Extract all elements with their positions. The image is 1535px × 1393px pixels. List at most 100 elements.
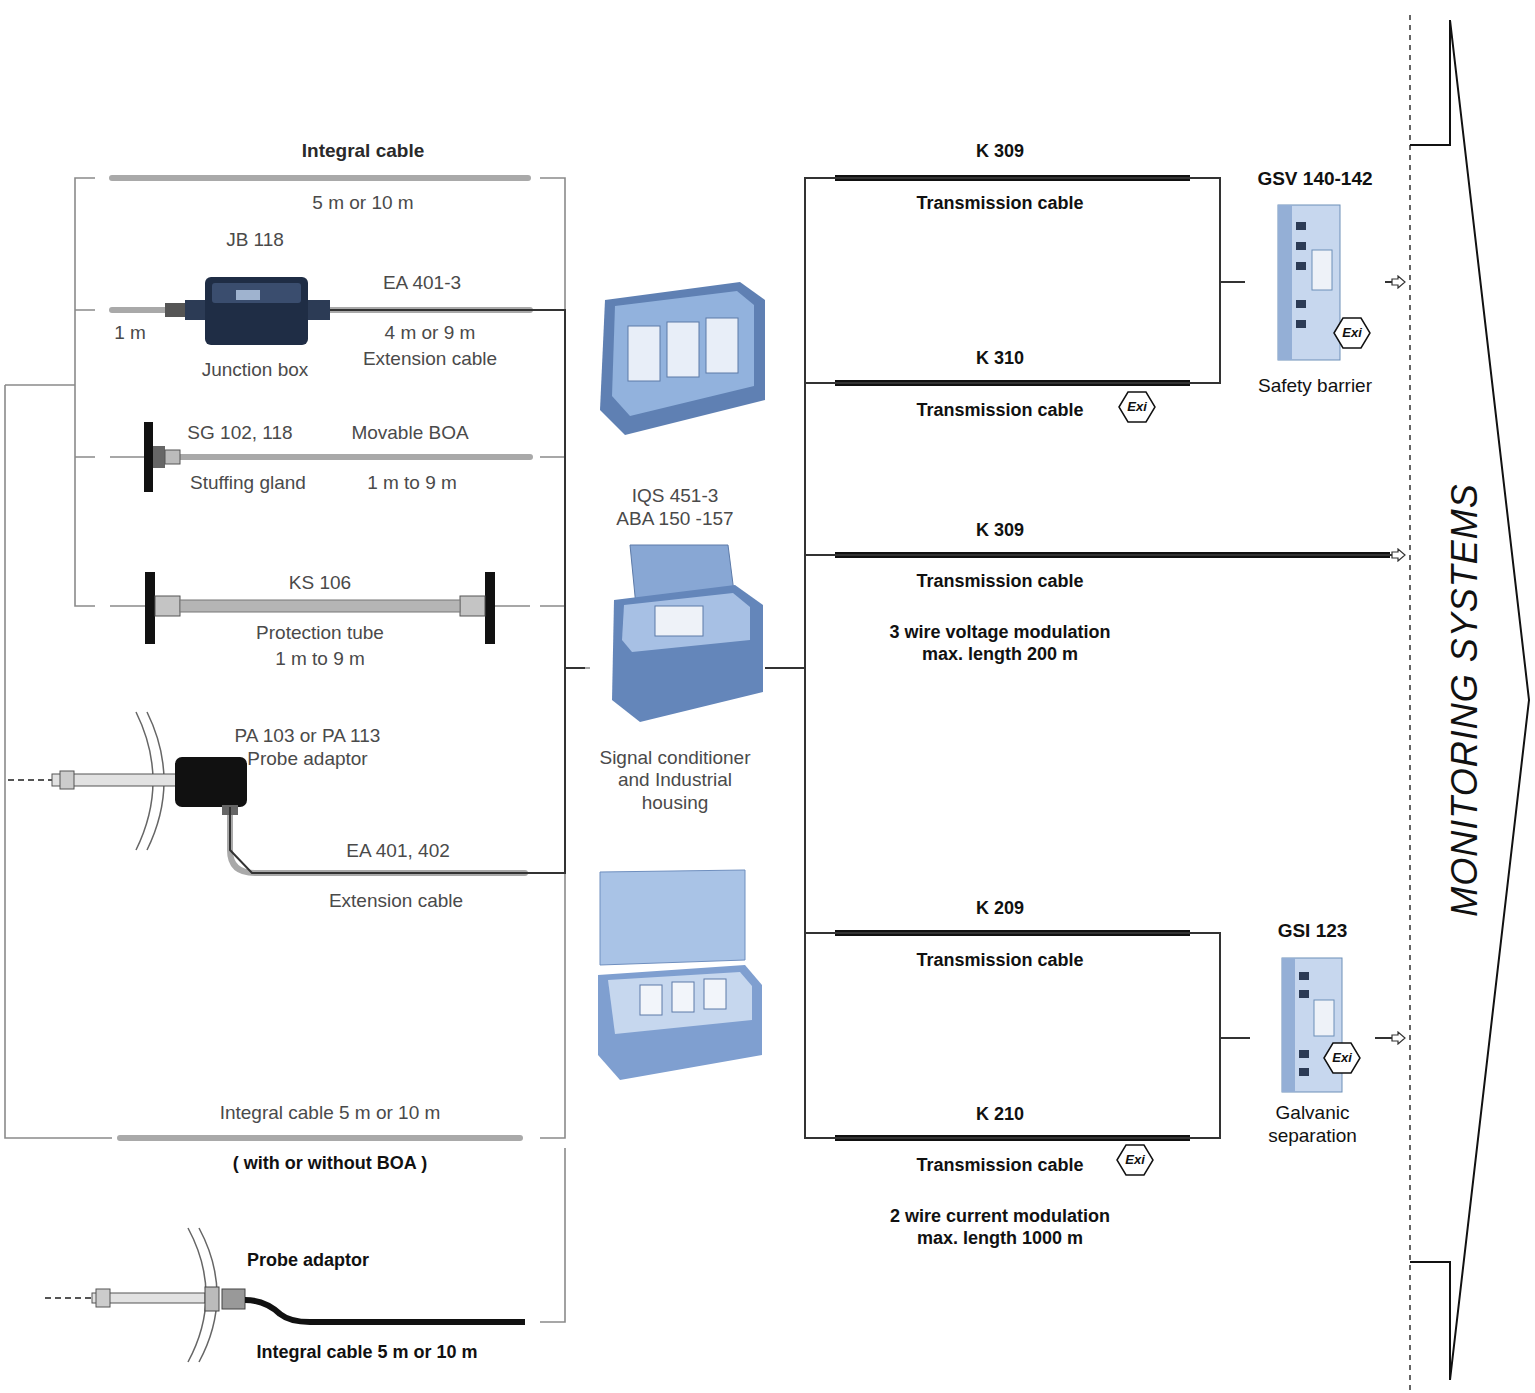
safety-barrier-module (1296, 222, 1306, 230)
conditioner-housing (628, 326, 660, 381)
probe-adaptor (205, 1287, 219, 1311)
node-heading: GSV 140-142 (1257, 168, 1372, 191)
safety-barrier-module (1296, 320, 1306, 328)
conditioner-housing (640, 985, 662, 1015)
safety-barrier-module (1312, 250, 1332, 290)
conditioner-housing (622, 593, 750, 652)
cable-connector (230, 668, 585, 873)
conditioner-housing (598, 870, 762, 1080)
cable-label: KS 106 (289, 572, 351, 595)
conditioner-housing (672, 982, 694, 1012)
junction-box (205, 277, 308, 345)
junction-box (165, 277, 330, 345)
arrow-outline (1409, 15, 1411, 1390)
junction-box (308, 300, 330, 320)
cable-label: Transmission cable (916, 950, 1083, 972)
safety-barrier: GSV 140-142Safety barrier (1245, 168, 1385, 398)
cable-label: Integral cable 5 m or 10 m (220, 1102, 441, 1125)
safety-barrier-module (1278, 205, 1340, 360)
protection-tube (155, 596, 180, 616)
arrow-outline (1410, 20, 1529, 1380)
node-heading: IQS 451-3 ABA 150 -157 (613, 485, 737, 531)
cable-label: K 209 (976, 898, 1024, 920)
cable-label: 1 m (114, 322, 146, 345)
cable (120, 1135, 520, 1141)
junction-box: JB 118Junction box (180, 229, 330, 382)
cable-label: Transmission cable (916, 571, 1083, 593)
galvanic-separation-module (1299, 990, 1309, 998)
galvanic-separation-module (1299, 1050, 1309, 1058)
cable-label: Transmission cable (916, 193, 1083, 215)
stuffing-gland (144, 422, 153, 492)
safety-barrier-module (1296, 262, 1306, 270)
conditioner-housing (612, 585, 763, 722)
cable-label: Transmission cable (916, 400, 1083, 422)
cable-label: K 309 (976, 141, 1024, 163)
stuffing-gland (165, 450, 180, 464)
cable-label: K 210 (976, 1104, 1024, 1126)
stuffing-gland (144, 422, 180, 492)
protection-tube (485, 572, 495, 644)
transmission-cable (835, 178, 1390, 1138)
cable-label: Protection tube (256, 622, 384, 645)
cable-label: Movable BOA (351, 422, 468, 445)
conditioner-housing (608, 972, 752, 1034)
conditioner-housing (598, 965, 762, 1080)
safety-barrier-module (1296, 300, 1306, 308)
conditioner-housing (600, 870, 745, 965)
exi-hexagon (1334, 318, 1370, 348)
cable-label: Integral cable (302, 140, 425, 163)
cable-connector (1375, 1037, 1405, 1039)
conditioner-housing (612, 545, 763, 722)
node-heading: PA 103 or PA 113 Probe adaptor (220, 725, 395, 771)
bracket (5, 178, 805, 1322)
bracket (540, 178, 805, 1322)
cable-connector (765, 668, 1250, 1038)
exi-hexagon (1117, 1145, 1153, 1175)
bracket (110, 457, 530, 606)
cable-label: 5 m or 10 m (312, 192, 413, 215)
cable-label: ( with or without BOA ) (233, 1153, 427, 1175)
protection-tube (145, 572, 495, 644)
monitoring-systems: MONITORING SYSTEMS (1405, 15, 1533, 1390)
probe-adaptor (175, 757, 247, 807)
node-caption: Junction box (202, 359, 309, 382)
cable-label: SG 102, 118 (187, 422, 292, 445)
galvanic-separation-module (1299, 972, 1309, 980)
conditioner-housing (706, 318, 738, 373)
junction-box (212, 283, 301, 303)
node-caption: Signal conditioner and Industrial housin… (585, 747, 765, 815)
cable-connector (765, 555, 1405, 668)
stuffing-gland (153, 446, 165, 468)
cable (230, 812, 525, 873)
junction-box (236, 290, 260, 300)
node-heading: MONITORING SYSTEMS (1443, 483, 1486, 916)
node-heading: JB 118 (226, 229, 284, 252)
exi-mark: Exi (1332, 1050, 1352, 1066)
node-heading: GSI 123 (1278, 920, 1348, 943)
cable-label: 3 wire voltage modulation max. length 20… (880, 622, 1120, 665)
protection-tube (180, 600, 460, 612)
cable-label: Transmission cable (916, 1155, 1083, 1177)
galvanic-separation-module (1282, 958, 1295, 1092)
galvanic-separation-module (1299, 1068, 1309, 1076)
cable-label: Extension cable (329, 890, 463, 913)
cable (112, 307, 165, 313)
probe-adaptor (245, 1300, 525, 1322)
cable (112, 175, 528, 181)
cable-label: Extension cable (363, 348, 497, 371)
conditioner-housing (612, 291, 754, 416)
cable-label: K 309 (976, 520, 1024, 542)
galvanic-separation-module (1314, 1000, 1334, 1036)
exi-hexagon (1324, 1043, 1360, 1073)
cable-connector (765, 282, 1245, 668)
cable (180, 454, 530, 460)
protection-tube (460, 596, 485, 616)
exi-mark: Exi (1342, 325, 1362, 341)
probe-adaptor (96, 1289, 110, 1307)
conditioner-housing (600, 282, 765, 435)
